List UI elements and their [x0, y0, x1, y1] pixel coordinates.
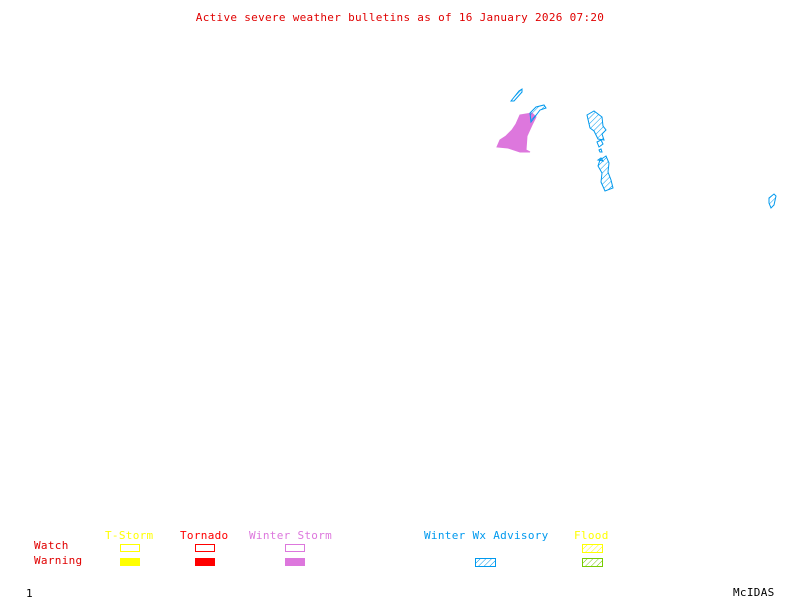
winter-wx-advisory-region-2: [509, 88, 523, 102]
software-label: McIDAS: [733, 586, 775, 599]
winter-storm-warning-region: [496, 112, 537, 153]
legend-tstorm-watch-swatch: [120, 544, 140, 552]
winter-wx-advisory-region-4: [596, 139, 605, 162]
legend-header-winter-wx-advisory: Winter Wx Advisory: [424, 529, 549, 542]
frame-number: 1: [26, 587, 33, 600]
legend-header-tornado: Tornado: [180, 529, 229, 542]
legend-row-watch: Watch: [34, 539, 69, 552]
legend-winter-storm-warning-swatch: [285, 558, 305, 566]
legend-header-tstorm: T-Storm: [105, 529, 154, 542]
legend-header-winter-storm: Winter Storm: [249, 529, 333, 542]
legend-flood-warning-swatch: [582, 558, 603, 567]
legend-flood-watch-swatch: [582, 544, 603, 553]
legend-winter-wx-advisory-swatch: [475, 558, 496, 567]
winter-wx-advisory-region-5: [597, 155, 614, 192]
legend-tstorm-warning-swatch: [120, 558, 140, 566]
bulletin-title: Active severe weather bulletins as of 16…: [195, 11, 605, 24]
legend-row-warning: Warning: [34, 554, 83, 567]
winter-wx-advisory-region-3: [586, 110, 607, 141]
legend-tornado-watch-swatch: [195, 544, 215, 552]
legend-header-flood: Flood: [574, 529, 609, 542]
winter-wx-advisory-region-6: [768, 193, 777, 209]
winter-wx-advisory-region-1: [529, 104, 547, 124]
legend-winter-storm-watch-swatch: [285, 544, 305, 552]
legend-tornado-warning-swatch: [195, 558, 215, 566]
